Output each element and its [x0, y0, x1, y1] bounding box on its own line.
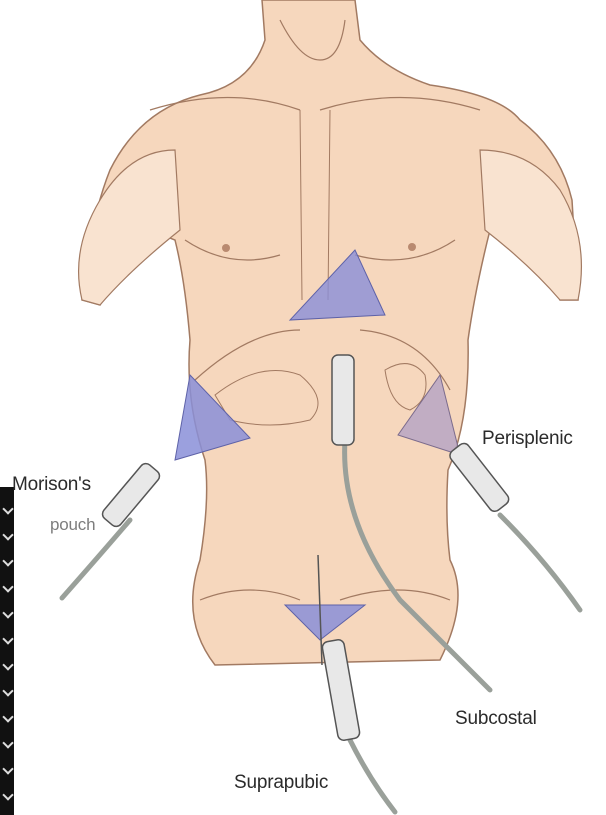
torso [82, 0, 578, 665]
edge-strip [0, 487, 14, 815]
perisplenic-cable [500, 515, 580, 610]
perisplenic-probe [448, 441, 512, 514]
nipple-left [222, 244, 230, 252]
morisons-label-line2: pouch [50, 515, 95, 535]
suprapubic-cable [350, 740, 395, 812]
nipple-right [408, 243, 416, 251]
suprapubic-label: Suprapubic [234, 772, 328, 794]
subcostal-label: Subcostal [455, 708, 537, 730]
right-arm [480, 150, 581, 300]
left-arm [79, 150, 180, 305]
morisons-label: Morison's [12, 474, 91, 496]
perisplenic-label: Perisplenic [482, 428, 573, 450]
subcostal-probe [332, 355, 354, 445]
